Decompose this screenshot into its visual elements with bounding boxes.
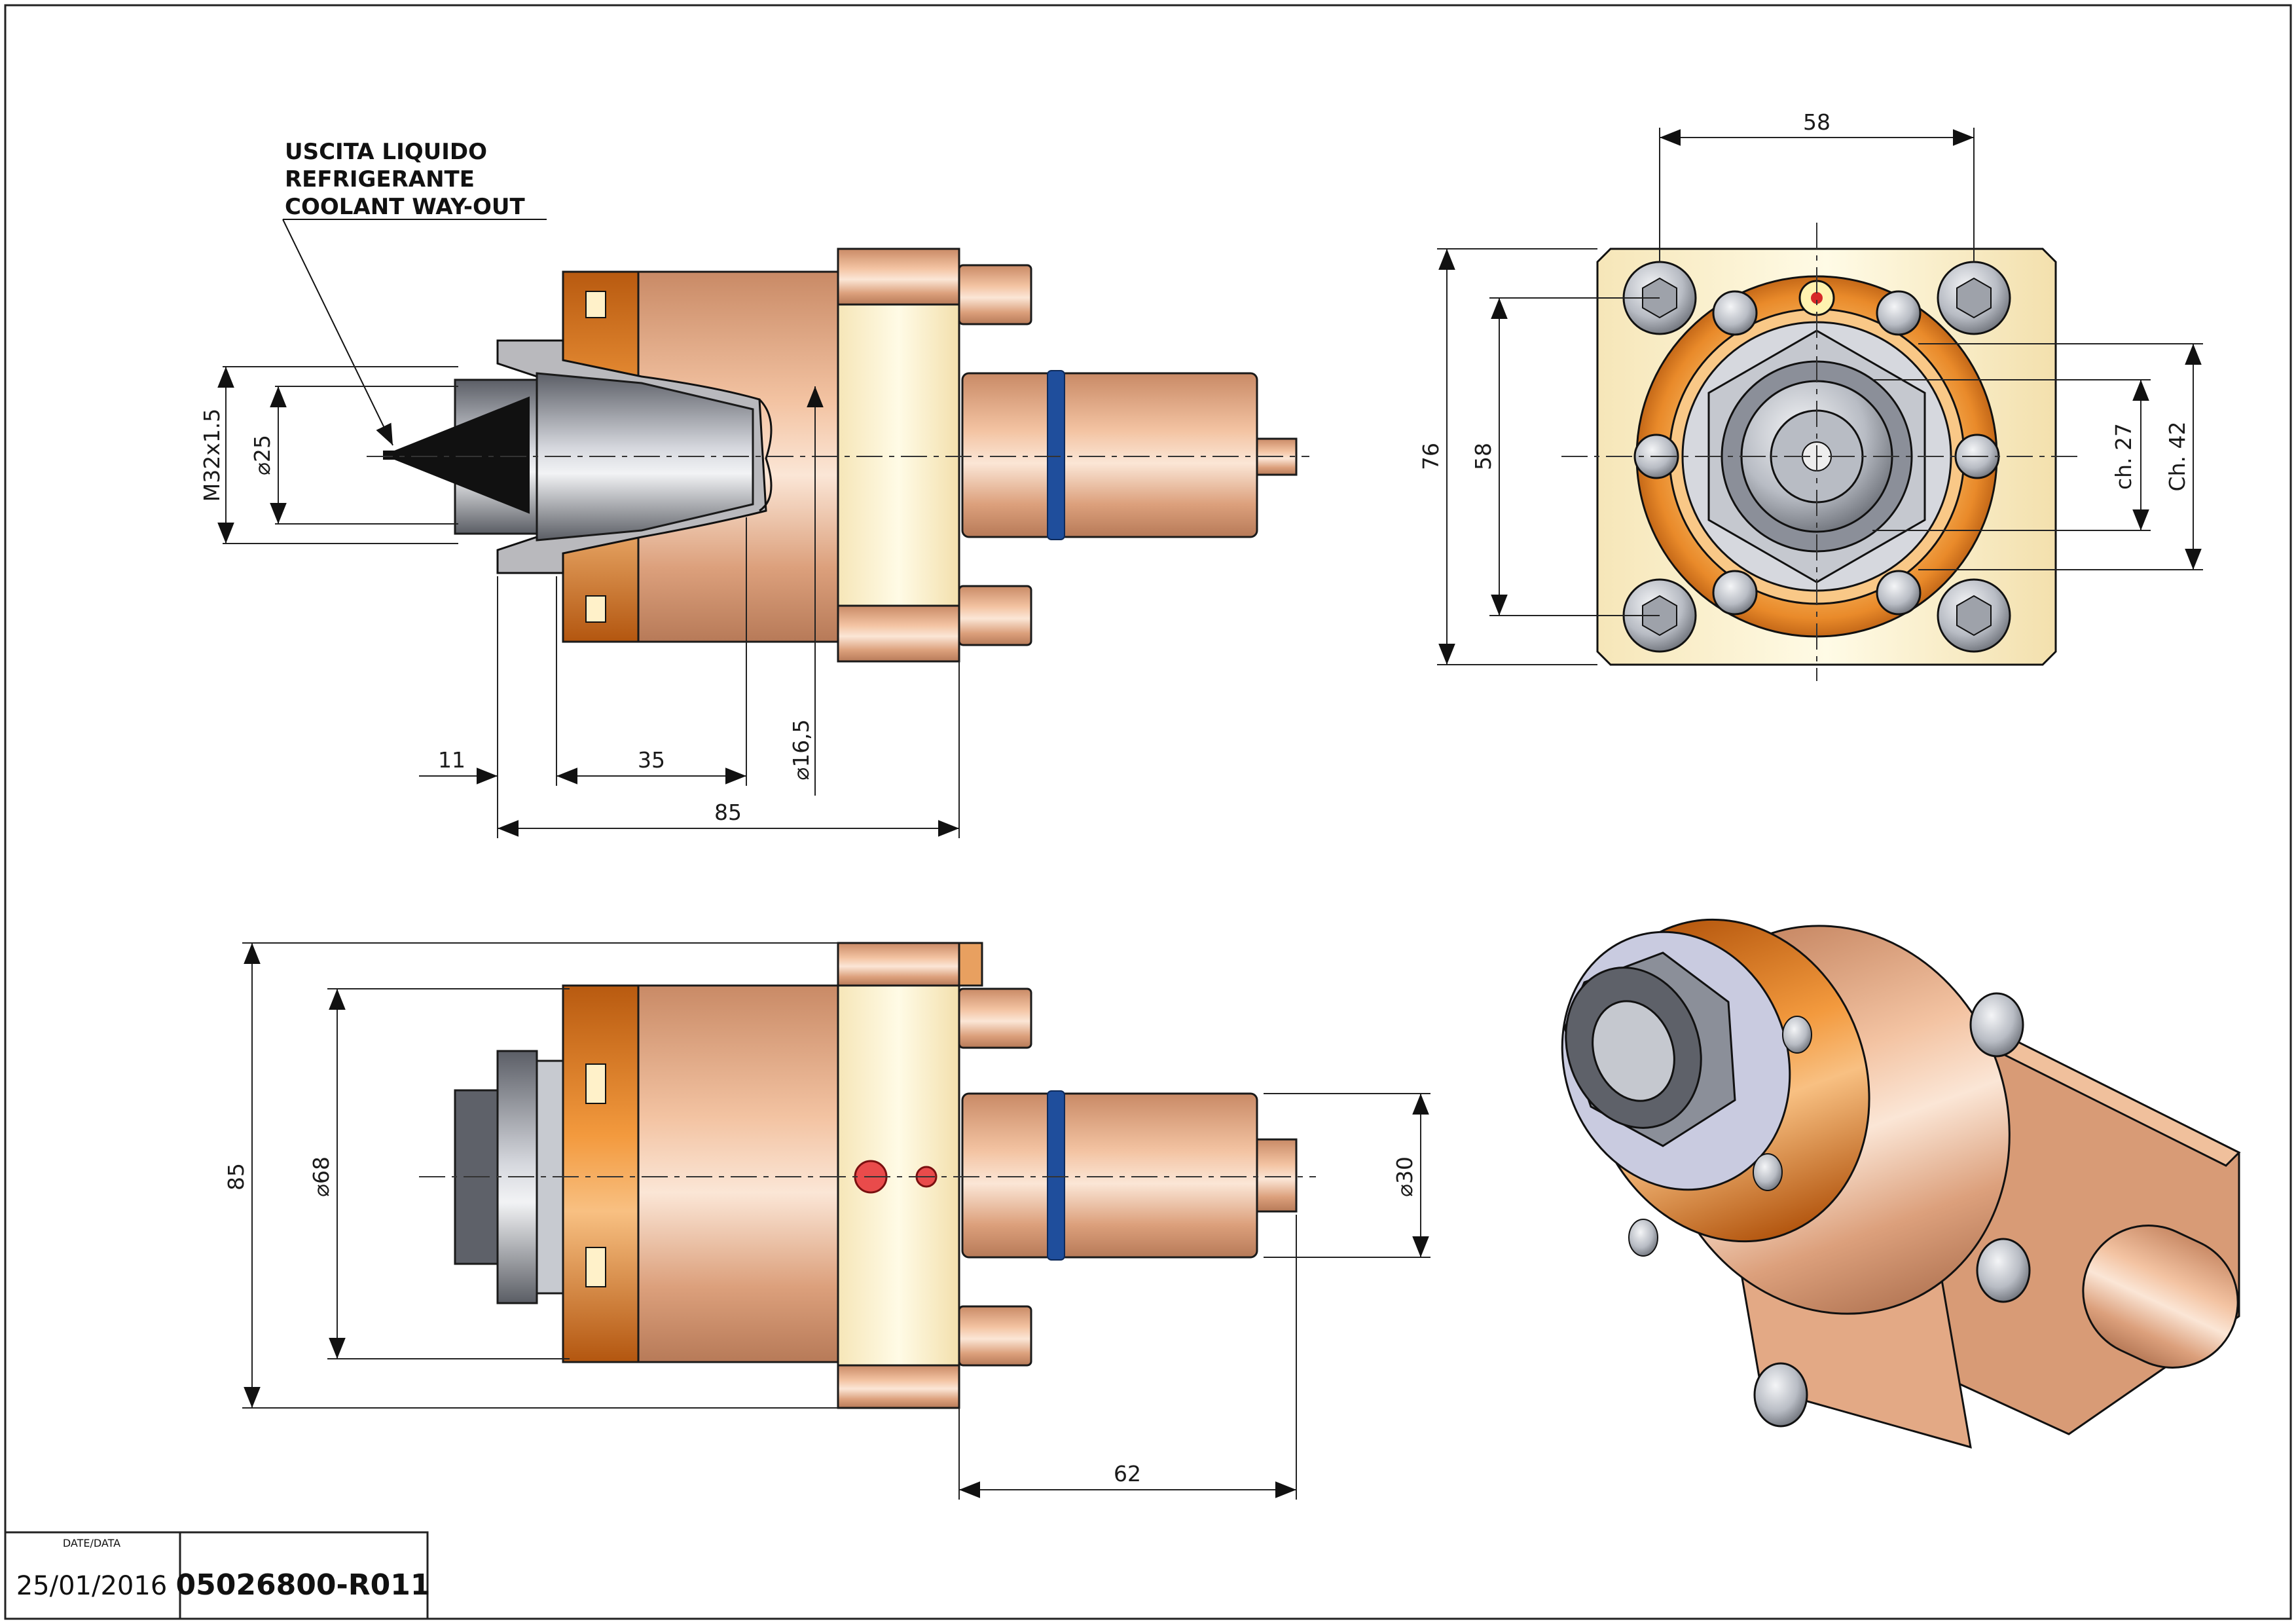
dim-62: 62 — [1114, 1461, 1141, 1486]
section-view — [367, 248, 1309, 663]
dim-85-length: 85 — [714, 800, 742, 825]
dim-dia-30: ⌀30 — [1392, 1156, 1417, 1197]
iso-screw-icon — [1628, 992, 2031, 1428]
sheet-border — [4, 4, 2292, 1620]
dim-ch-27: ch. 27 — [2111, 423, 2136, 490]
side-view-dimensions: 85 ⌀68 ⌀30 62 — [223, 942, 1430, 1500]
dim-11: 11 — [438, 747, 465, 773]
dim-dia-25: ⌀25 — [249, 435, 275, 475]
note-line-3: COOLANT WAY-OUT — [285, 194, 526, 220]
dim-58-horizontal: 58 — [1803, 109, 1831, 135]
dim-58-vertical: 58 — [1470, 443, 1496, 470]
isometric-view — [1561, 918, 2241, 1449]
coolant-note: USCITA LIQUIDO REFRIGERANTE COOLANT WAY-… — [282, 139, 547, 446]
dim-ch-42: Ch. 42 — [2164, 422, 2190, 492]
note-line-1: USCITA LIQUIDO — [285, 139, 487, 165]
dim-dia-68: ⌀68 — [308, 1156, 334, 1197]
date-label: DATE/DATA — [63, 1537, 120, 1549]
dim-35: 35 — [638, 747, 665, 773]
drawing-date: 25/01/2016 — [16, 1571, 168, 1601]
note-line-2: REFRIGERANTE — [285, 166, 475, 193]
dim-85-height: 85 — [223, 1163, 249, 1190]
section-view-dimensions: M32x1.5 ⌀25 ⌀16,5 11 35 85 — [199, 366, 960, 838]
title-block: DATE/DATA 25/01/2016 05026800-R011 — [4, 1531, 431, 1620]
dim-dia-16-5: ⌀16,5 — [788, 719, 814, 780]
dim-thread: M32x1.5 — [199, 409, 225, 502]
small-screw-icon — [1633, 290, 2000, 616]
dim-76: 76 — [1418, 443, 1444, 470]
front-view — [1561, 223, 2079, 681]
drawing-code: 05026800-R011 — [176, 1568, 431, 1602]
side-view — [419, 942, 1316, 1409]
front-view-dimensions: 58 76 58 ch. 27 Ch. 42 — [1418, 109, 2203, 665]
